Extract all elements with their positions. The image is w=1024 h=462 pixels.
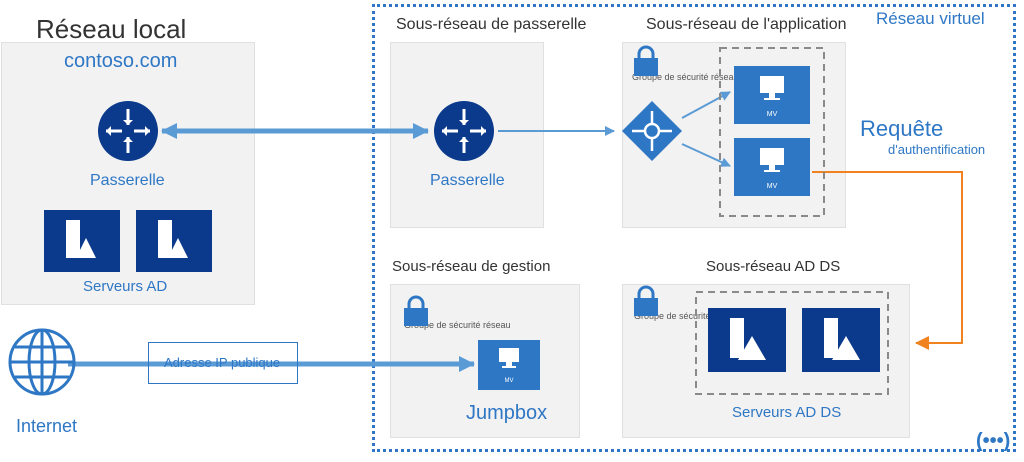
onprem-router-icon [98, 101, 158, 161]
app-vm-group [719, 47, 825, 217]
auth-request-subtitle: d'authentification [888, 142, 986, 157]
app-nsg-label: Groupe de sécurité réseau [632, 72, 739, 82]
jumpbox-vm-label: MV [505, 378, 514, 384]
gateway-subnet-title: Sous-réseau de passerelle [396, 16, 587, 33]
public-ip-label: Adresse IP publique [164, 355, 281, 370]
app-vm1-label: MV [767, 111, 778, 118]
vnet-title: Réseau virtuel [876, 9, 985, 28]
app-vm2-label: MV [767, 183, 778, 190]
auth-request-title: Requête [860, 116, 944, 141]
onprem-gateway-label: Passerelle [90, 172, 165, 189]
onprem-title: Réseau local [36, 14, 187, 44]
onprem-ad-server-icon [44, 210, 120, 272]
app-nsg-lock-icon [634, 45, 658, 76]
public-ip-box [148, 342, 298, 384]
internet-label: Internet [16, 416, 78, 436]
vnet-router-icon [434, 101, 494, 161]
adds-servers-label: Serveurs AD DS [732, 404, 842, 421]
internet-globe-icon [8, 328, 76, 396]
mgmt-subnet-title: Sous-réseau de gestion [392, 258, 551, 275]
adds-subnet-title: Sous-réseau AD DS [706, 258, 841, 275]
mgmt-nsg-lock-icon [404, 295, 428, 326]
vnet-boundary [372, 4, 1016, 452]
lb-to-vm-arrows [681, 91, 731, 167]
mgmt-nsg-label: Groupe de sécurité réseau [404, 320, 511, 330]
adds-server-group [695, 291, 889, 395]
onprem-panel [1, 42, 255, 305]
onprem-domain: contoso.com [64, 50, 178, 72]
onprem-ad-server-icon [136, 210, 212, 272]
app-subnet-title: Sous-réseau de l'application [646, 16, 847, 33]
adds-nsg-lock-icon [634, 285, 658, 316]
adds-server-icon [802, 308, 880, 372]
vnet-gateway-label: Passerelle [430, 172, 505, 189]
vm-icon: MV [734, 138, 810, 196]
jumpbox-vm-icon: MV [478, 340, 540, 390]
adds-server-icon [708, 308, 786, 372]
vnet-ellipsis-icon: (•••) [976, 430, 1011, 452]
load-balancer-icon [622, 101, 682, 161]
onprem-servers-label: Serveurs AD [83, 278, 168, 295]
vm-icon: MV [734, 66, 810, 124]
auth-request-arrow [812, 171, 963, 350]
adds-nsg-label: Groupe de sécurité réseau [634, 311, 741, 321]
jumpbox-label: Jumpbox [466, 402, 548, 424]
